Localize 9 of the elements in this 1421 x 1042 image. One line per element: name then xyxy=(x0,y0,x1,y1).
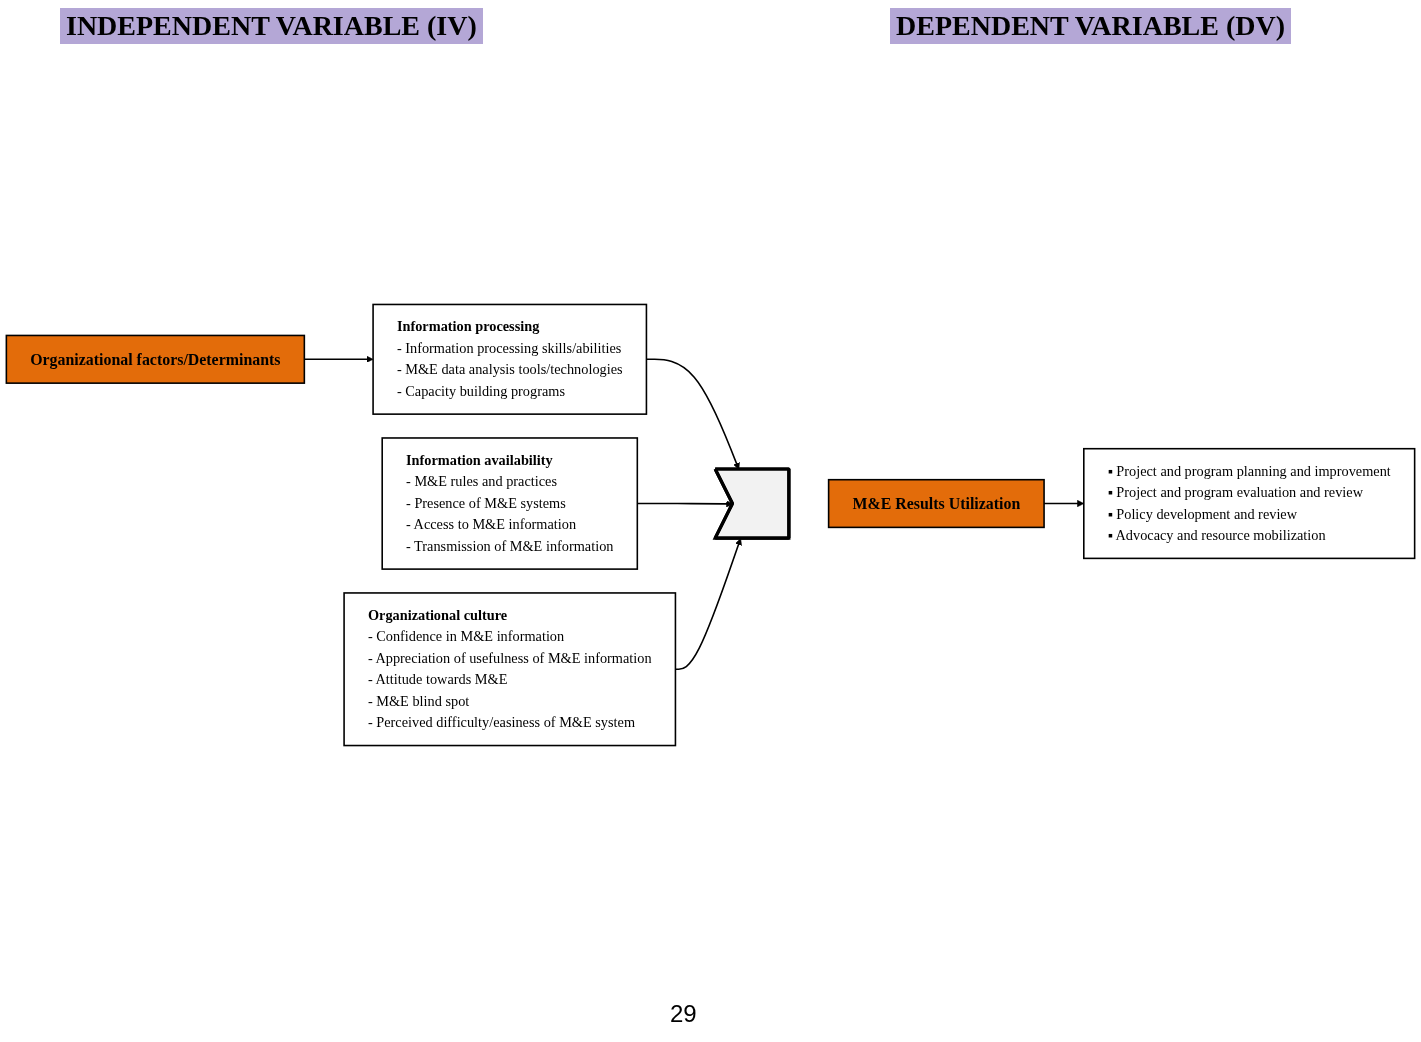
node-box: Organizational factors/Determinants xyxy=(5,334,306,384)
node-box: Information availability - M&E rules and practices - Presence of M&E systems - Access to M&E information - Transmission of M&E information xyxy=(381,437,639,570)
node-box: M&E Results Utilization xyxy=(827,478,1045,529)
section-heading: DEPENDENT VARIABLE (DV) xyxy=(890,8,1291,44)
node-box: ▪ Project and program planning and improvement ▪ Project and program evaluation and review ▪ Policy development and review ▪ Advocacy and resource mobilization xyxy=(1083,447,1416,560)
node-box: Information processing - Information processing skills/abilities - M&E data analysis tools/technologies - Capacity building programs xyxy=(372,303,648,415)
node-box: Organizational culture - Confidence in M&E information - Appreciation of usefulness of M&E information - Attitude towards M&E - M&E blind spot - Perceived difficulty/easiness of M&E system xyxy=(343,592,677,747)
section-heading: INDEPENDENT VARIABLE (IV) xyxy=(60,8,483,44)
page-number: 29 xyxy=(670,1000,697,1028)
